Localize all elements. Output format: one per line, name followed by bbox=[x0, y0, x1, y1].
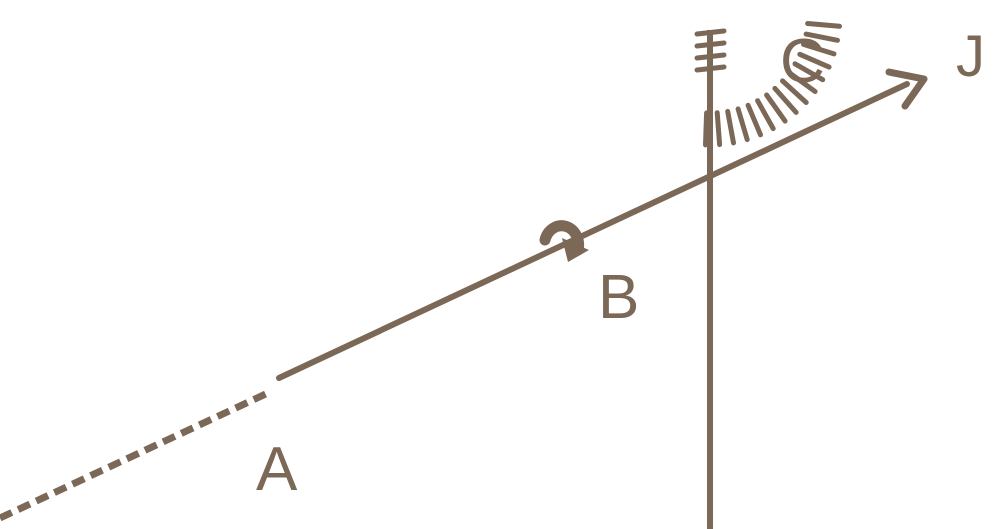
vertical-tick-mark bbox=[694, 64, 727, 73]
hatch-mark bbox=[703, 110, 710, 148]
vertical-tick-mark bbox=[694, 28, 727, 37]
label-b: B bbox=[598, 263, 639, 332]
hatch-mark bbox=[801, 41, 837, 57]
angle-arc-hatching bbox=[694, 21, 842, 148]
label-a: A bbox=[256, 435, 298, 504]
hatch-mark bbox=[792, 61, 826, 83]
hatch-mark bbox=[786, 70, 818, 94]
hatch-mark bbox=[745, 102, 763, 138]
hatch-mark bbox=[755, 98, 776, 132]
vertical-tick-mark bbox=[694, 52, 727, 61]
curved-arrow-icon bbox=[539, 220, 589, 262]
inclined-axis-line bbox=[276, 81, 910, 381]
hatch-mark bbox=[805, 21, 842, 29]
hatch-mark bbox=[725, 108, 736, 146]
arrowhead-icon bbox=[885, 68, 928, 110]
dashed-axis-extension bbox=[0, 388, 272, 522]
hatch-mark bbox=[780, 78, 809, 105]
hatch-mark bbox=[764, 92, 788, 124]
hatch-mark bbox=[735, 106, 750, 143]
hatch-mark bbox=[803, 31, 840, 43]
hatch-mark bbox=[797, 51, 832, 70]
hatch-mark bbox=[772, 85, 799, 115]
hatch-mark bbox=[714, 110, 723, 148]
label-c: C bbox=[780, 27, 825, 96]
vertical-tick-mark bbox=[694, 40, 727, 49]
label-j: J bbox=[956, 24, 985, 89]
